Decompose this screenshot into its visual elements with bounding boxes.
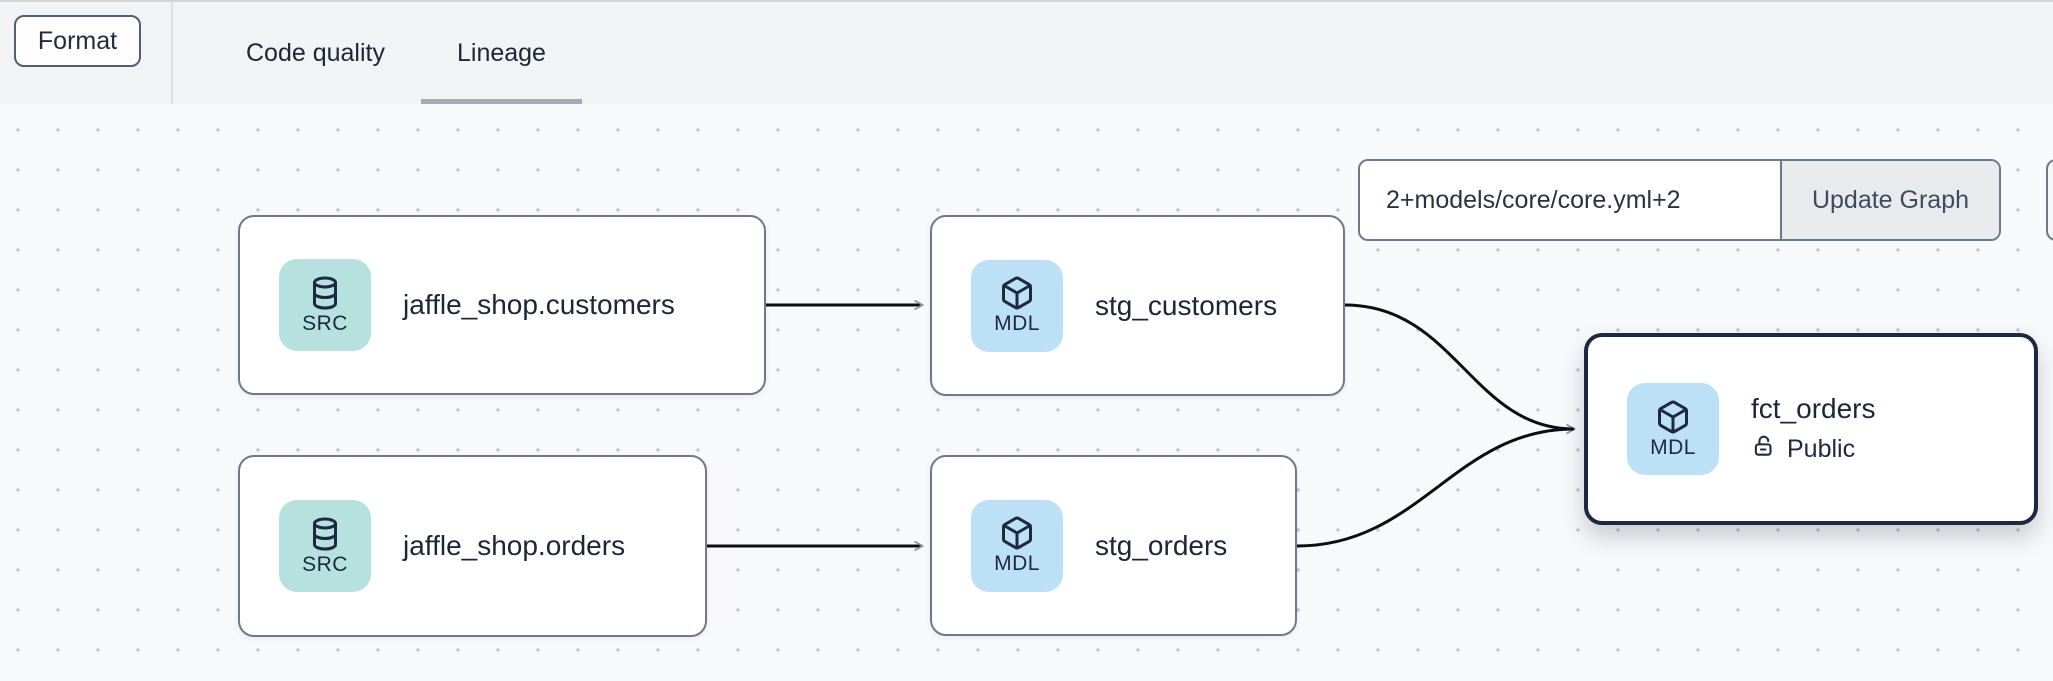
clipped-right-button[interactable]	[2046, 159, 2053, 241]
badge-label: MDL	[1650, 435, 1696, 459]
cube-icon	[999, 515, 1035, 551]
database-icon	[307, 516, 343, 552]
tab-code-quality[interactable]: Code quality	[246, 38, 385, 67]
edge-stg-orders-to-fct	[1296, 427, 1575, 548]
tab-lineage[interactable]: Lineage	[420, 2, 582, 104]
node-jaffle-shop-customers[interactable]: SRC jaffle_shop.customers	[238, 215, 766, 395]
format-button[interactable]: Format	[14, 15, 141, 67]
node-title: stg_orders	[1095, 529, 1228, 561]
source-badge: SRC	[279, 259, 371, 351]
panel-tabs: Code quality Lineage	[210, 2, 582, 104]
node-title: jaffle_shop.orders	[403, 530, 626, 561]
update-graph-button[interactable]: Update Graph	[1780, 161, 1999, 239]
cube-icon	[1655, 399, 1691, 435]
database-icon	[307, 275, 343, 311]
source-badge: SRC	[279, 500, 371, 592]
node-stg-orders[interactable]: MDL stg_orders	[930, 455, 1297, 636]
node-stg-customers[interactable]: MDL stg_customers	[930, 215, 1345, 396]
editor-toolbar: Format Code quality Lineage	[0, 2, 2053, 104]
access-label: Public	[1787, 434, 1856, 463]
node-title: fct_orders	[1751, 392, 1876, 424]
badge-label: SRC	[302, 311, 348, 335]
lock-open-icon	[1751, 433, 1777, 466]
node-jaffle-shop-orders[interactable]: SRC jaffle_shop.orders	[238, 455, 707, 637]
node-title: stg_customers	[1095, 289, 1278, 321]
model-badge: MDL	[1627, 383, 1719, 475]
cube-icon	[999, 275, 1035, 311]
model-badge: MDL	[971, 259, 1063, 352]
toolbar-divider	[171, 2, 173, 104]
badge-label: SRC	[302, 552, 348, 576]
badge-label: MDL	[994, 552, 1040, 575]
node-title: jaffle_shop.customers	[403, 289, 675, 320]
edge-stg-customers-to-fct	[1344, 303, 1577, 435]
badge-label: MDL	[994, 312, 1040, 335]
model-badge: MDL	[971, 499, 1063, 592]
access-row: Public	[1751, 433, 1876, 466]
lineage-canvas[interactable]: SRC jaffle_shop.customers MDL stg_custom…	[0, 104, 2053, 681]
graph-selector-panel: Update Graph	[1358, 159, 2001, 241]
node-text: fct_orders Public	[1751, 393, 1876, 466]
lineage-edges	[707, 299, 1577, 552]
node-fct-orders[interactable]: MDL fct_orders Public	[1584, 333, 2038, 525]
selector-input[interactable]	[1360, 161, 1780, 239]
